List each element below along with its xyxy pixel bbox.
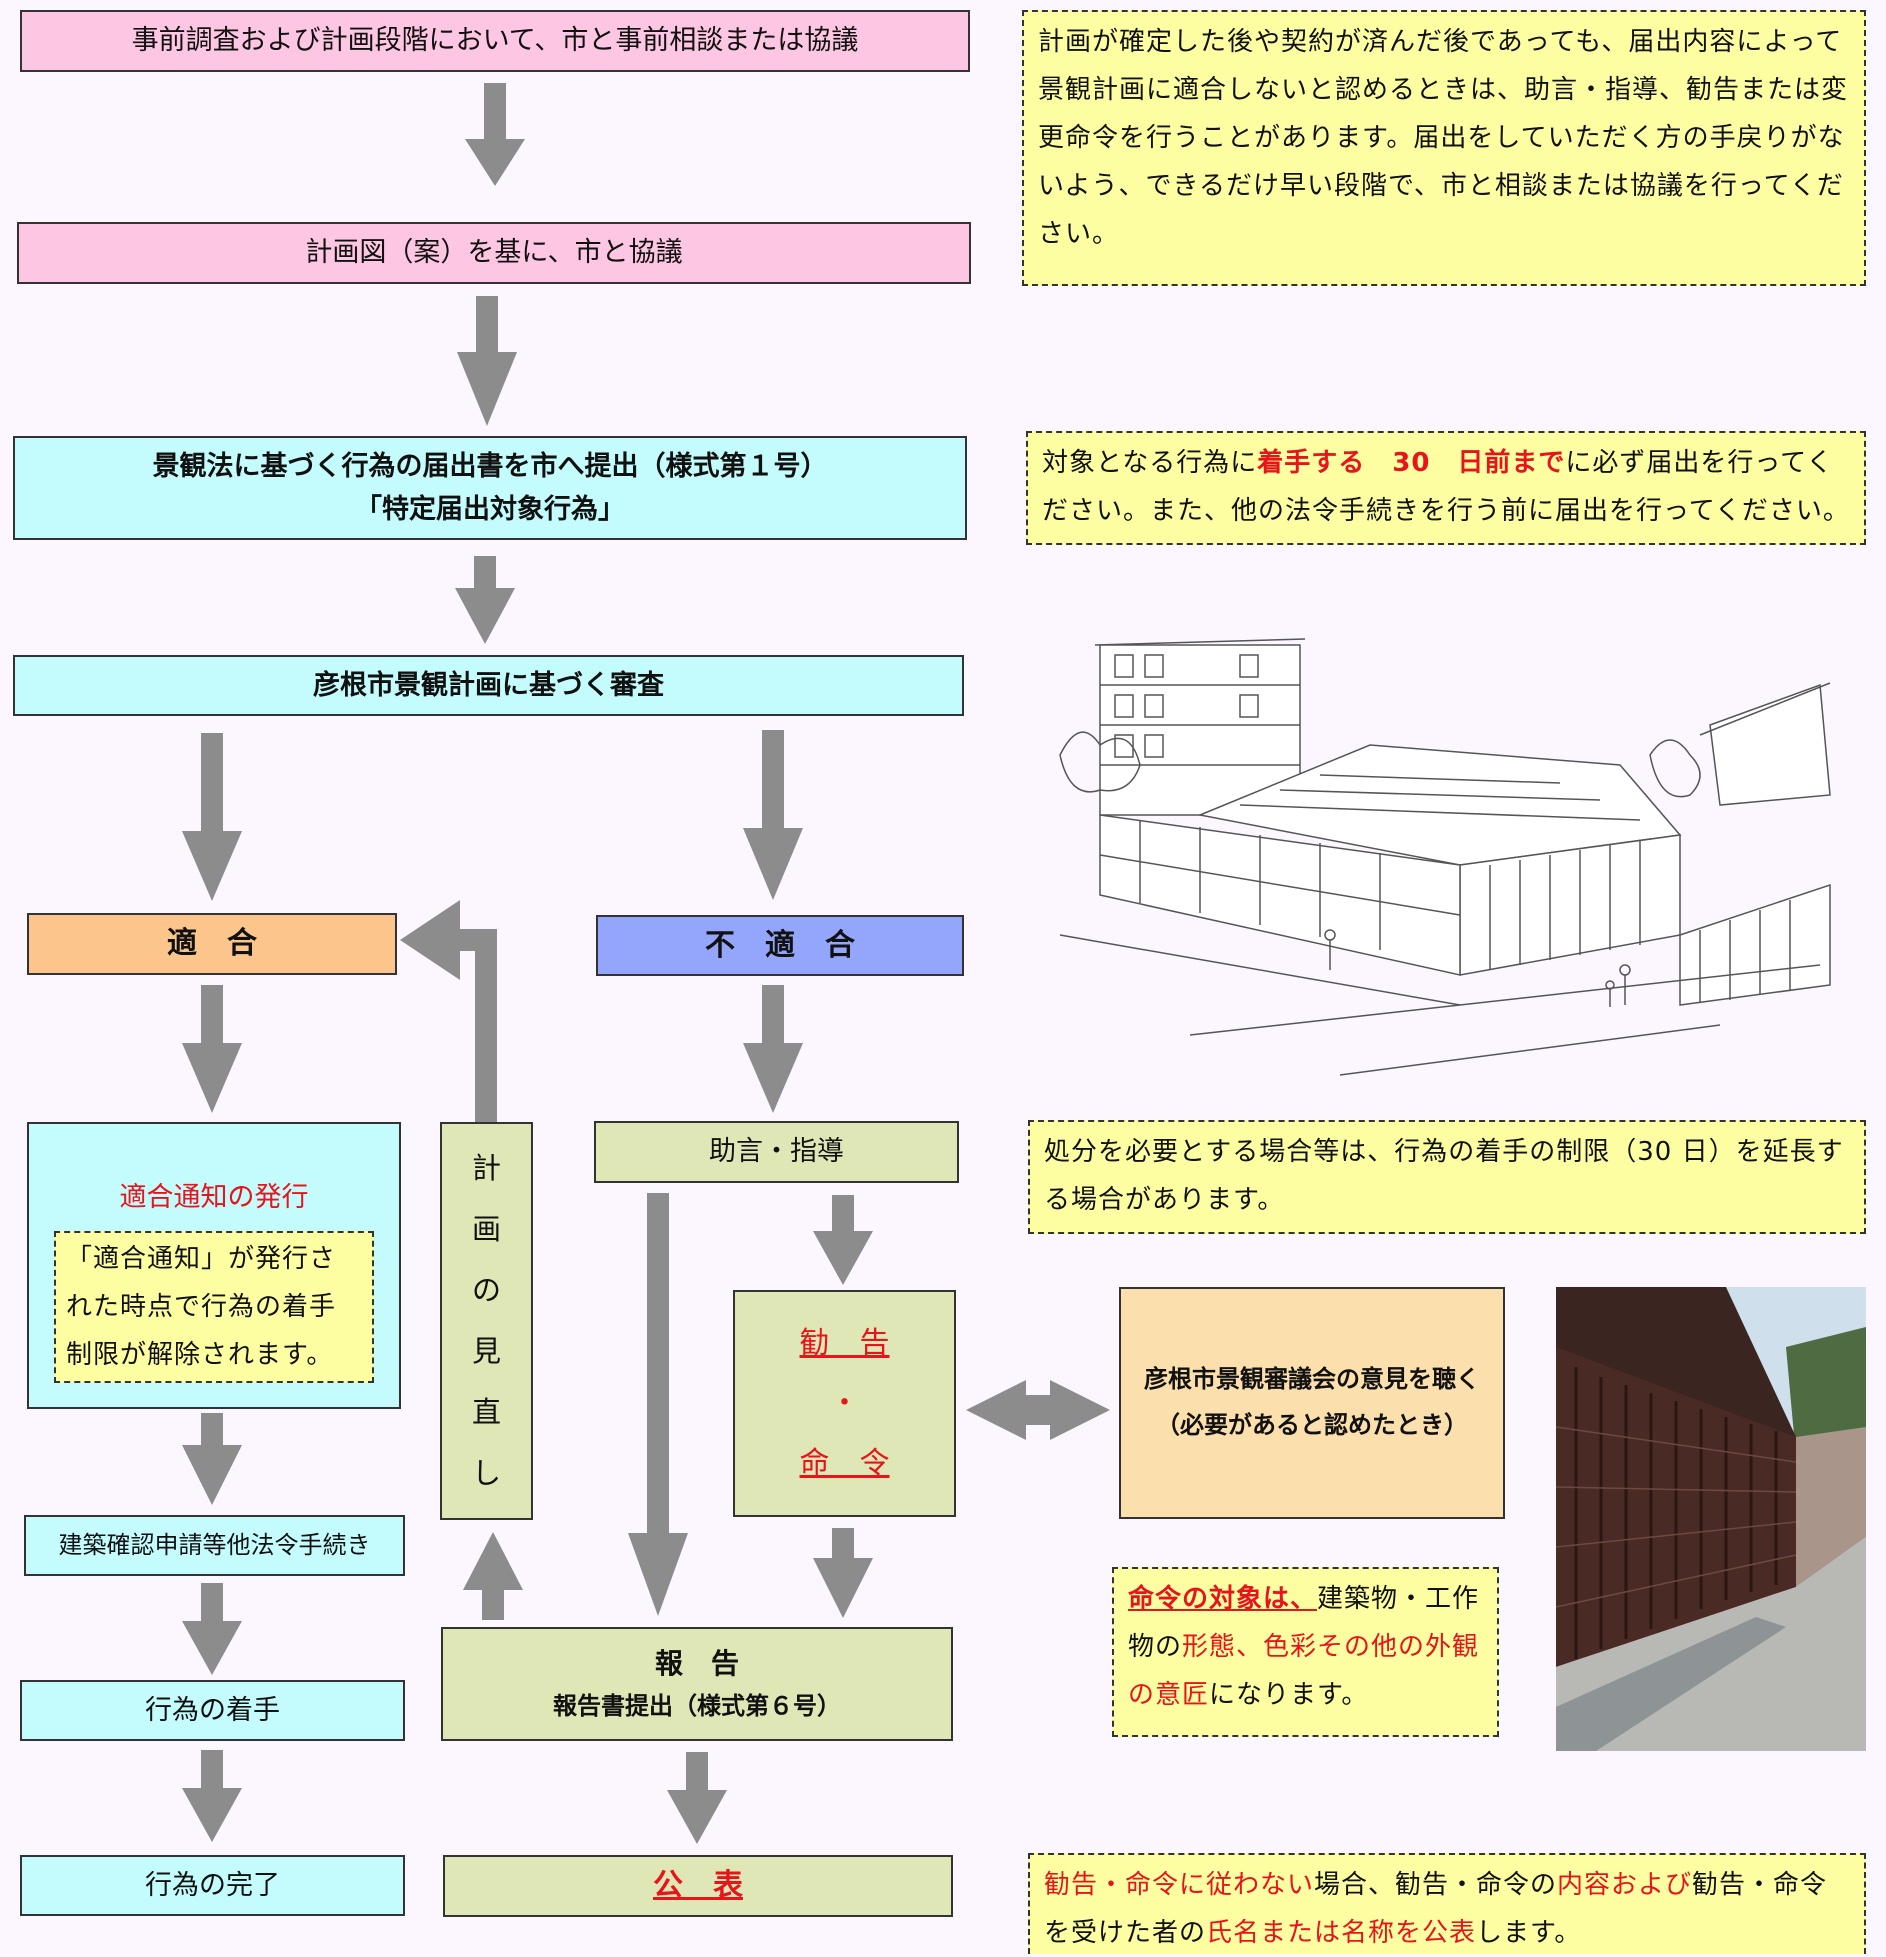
conform-box: 適 合 — [27, 913, 397, 975]
note-order-b: 建築物・工作物の — [1128, 1584, 1480, 1663]
note-extension: 処分を必要とする場合等は、行為の着手の制限（30 日）を延長する場合があります。 — [1028, 1120, 1866, 1234]
note-order-c: 形態、色彩その他の外観の意匠 — [1128, 1632, 1480, 1711]
arrow-down-complete — [182, 1750, 242, 1842]
recommend-text: 勧 告 — [799, 1325, 890, 1361]
review-box: 彦根市景観計画に基づく審査 — [13, 655, 964, 716]
note-order-d: になります。 — [1209, 1680, 1369, 1711]
note-deadline-b: 着手する 30 日前まで — [1257, 448, 1566, 478]
revise-char-6: し — [471, 1456, 501, 1491]
arrow-down-2 — [457, 296, 517, 426]
submit-line2: 「特定届出対象行為」 — [355, 494, 625, 525]
arrow-down-1 — [465, 83, 525, 186]
pre-consult-text: 事前調査および計画段階において、市と事前相談または協議 — [131, 25, 859, 57]
start-text: 行為の着手 — [145, 1694, 280, 1726]
arrow-down-recommend — [813, 1195, 873, 1285]
note-deadline: 対象となる行為に着手する 30 日前までに必ず届出を行ってください。また、他の法… — [1026, 431, 1866, 545]
arrow-down-notice — [182, 985, 242, 1113]
order-text: 命 令 — [799, 1445, 890, 1481]
wooden-lattice-photo — [1556, 1287, 1866, 1751]
arrow-up-revise — [463, 1532, 523, 1620]
plan-consult-text: 計画図（案）を基に、市と協議 — [305, 237, 683, 269]
council-line1: 彦根市景観審議会の意見を聴く — [1144, 1365, 1480, 1394]
revise-char-5: 直 — [471, 1395, 501, 1430]
note-publish-f: します。 — [1476, 1918, 1582, 1949]
arrow-double-council — [966, 1380, 1110, 1440]
notice-body-note: 「適合通知」が発行された時点で行為の着手制限が解除されます。 — [54, 1231, 374, 1384]
arrow-down-nonconform — [743, 730, 803, 900]
revise-char-4: 見 — [471, 1334, 501, 1369]
revise-char-1: 計 — [471, 1151, 501, 1186]
note-extension-text: 処分を必要とする場合等は、行為の着手の制限（30 日）を延長する場合があります。 — [1044, 1137, 1844, 1216]
report-box: 報 告 報告書提出（様式第６号） — [441, 1627, 953, 1741]
arrow-down-start — [182, 1583, 242, 1675]
nonconform-box: 不 適 合 — [596, 915, 964, 976]
townscape-sketch-image — [1040, 605, 1840, 1085]
notice-body-text: 「適合通知」が発行された時点で行為の着手制限が解除されます。 — [66, 1244, 337, 1371]
report-title: 報 告 — [654, 1647, 739, 1681]
note-publish-c: 内容および — [1557, 1870, 1693, 1900]
review-text: 彦根市景観計画に基づく審査 — [313, 669, 664, 701]
nonconform-text: 不 適 合 — [705, 927, 855, 963]
publish-text: 公 表 — [653, 1868, 743, 1903]
arrow-down-to-report-right — [813, 1528, 873, 1618]
submit-notification-box: 景観法に基づく行為の届出書を市へ提出（様式第１号） 「特定届出対象行為」 — [13, 436, 967, 540]
note-publish-d: 勧告・命令を受けた者の — [1044, 1870, 1828, 1949]
submit-line1: 景観法に基づく行為の届出書を市へ提出（様式第１号） — [152, 450, 828, 482]
notice-title: 適合通知の発行 — [119, 1182, 309, 1213]
note-publish-a: 勧告・命令に従わない — [1044, 1870, 1315, 1900]
building-confirm-box: 建築確認申請等他法令手続き — [24, 1515, 405, 1576]
note-publish-e: 氏名または名称を公表 — [1206, 1918, 1477, 1949]
notice-box: 適合通知の発行 「適合通知」が発行された時点で行為の着手制限が解除されます。 — [27, 1122, 401, 1409]
council-box: 彦根市景観審議会の意見を聴く （必要があると認めたとき） — [1119, 1287, 1505, 1519]
note-order-a: 命令の対象は、 — [1128, 1584, 1318, 1614]
arrow-down-3 — [455, 556, 515, 644]
note-publish-b: 場合、勧告・命令の — [1314, 1870, 1558, 1900]
revise-char-2: 画 — [471, 1212, 501, 1247]
note-order-target: 命令の対象は、建築物・工作物の形態、色彩その他の外観の意匠になります。 — [1112, 1567, 1499, 1737]
note-early-consult-text: 計画が確定した後や契約が済んだ後であっても、届出内容によって景観計画に適合しない… — [1038, 27, 1849, 250]
note-early-consult: 計画が確定した後や契約が済んだ後であっても、届出内容によって景観計画に適合しない… — [1022, 10, 1866, 286]
council-line2: （必要があると認めたとき） — [1156, 1411, 1468, 1439]
complete-text: 行為の完了 — [145, 1869, 280, 1901]
recommend-dot: ・ — [829, 1385, 860, 1421]
conform-text: 適 合 — [167, 926, 257, 961]
revise-char-3: の — [471, 1273, 501, 1308]
pre-consult-box: 事前調査および計画段階において、市と事前相談または協議 — [20, 10, 970, 72]
plan-consult-box: 計画図（案）を基に、市と協議 — [17, 222, 971, 284]
start-box: 行為の着手 — [20, 1680, 405, 1741]
recommend-order-box: 勧 告 ・ 命 令 — [733, 1290, 956, 1517]
note-deadline-a: 対象となる行為に — [1042, 448, 1258, 478]
arrow-down-to-report-left — [628, 1193, 688, 1616]
advice-box: 助言・指導 — [594, 1121, 959, 1183]
arrow-down-publish — [667, 1752, 727, 1844]
arrow-down-advice — [743, 985, 803, 1113]
report-sub: 報告書提出（様式第６号） — [553, 1692, 841, 1721]
arrow-revise-to-conform — [400, 900, 497, 1122]
advice-text: 助言・指導 — [709, 1136, 844, 1168]
note-publish: 勧告・命令に従わない場合、勧告・命令の内容および勧告・命令を受けた者の氏名または… — [1028, 1853, 1866, 1954]
arrow-down-conform — [182, 733, 242, 901]
building-confirm-text: 建築確認申請等他法令手続き — [58, 1531, 371, 1560]
plan-revise-box: 計 画 の 見 直 し — [440, 1122, 533, 1520]
publish-box: 公 表 — [443, 1855, 953, 1917]
complete-box: 行為の完了 — [20, 1855, 405, 1916]
note-deadline-c: に必ず届出を行ってください。また、他の法令手続きを行う前に届出を行ってください。 — [1042, 448, 1850, 527]
arrow-down-building — [182, 1413, 242, 1505]
